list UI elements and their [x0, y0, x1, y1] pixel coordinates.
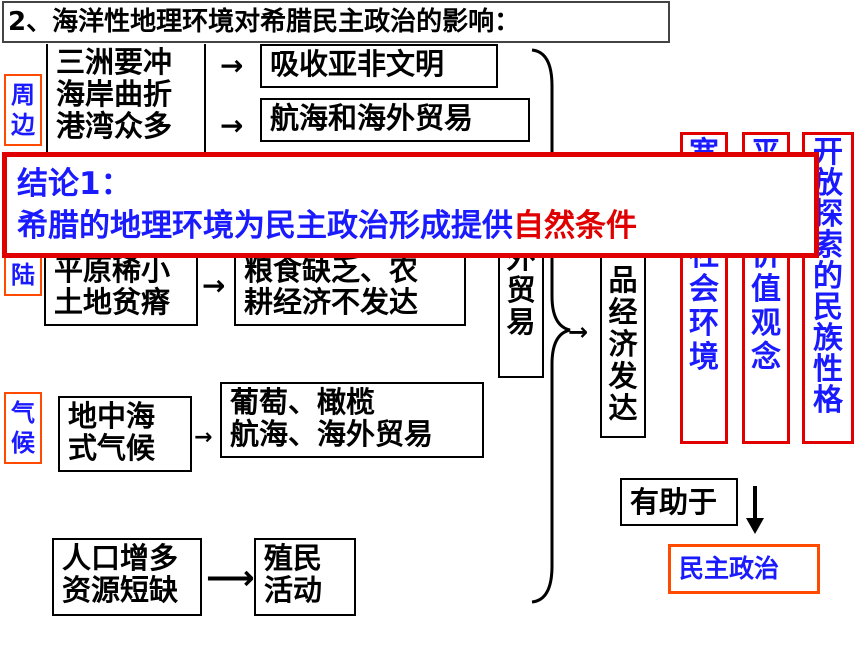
- colony-line-1: 殖民: [264, 541, 323, 575]
- tag-land: 陆: [4, 254, 42, 296]
- arrow-right-2: →: [220, 109, 244, 142]
- conclusion-box: 结论1： 希腊的地理环境为民主政治形成提供自然条件: [2, 152, 819, 258]
- grape-box: 葡萄、橄榄 航海、海外贸易: [220, 382, 484, 458]
- pop-line-2: 资源短缺: [62, 573, 179, 607]
- pop-line-1: 人口增多: [62, 541, 179, 575]
- arrow-to-commodity: →: [568, 318, 589, 346]
- land-features-box: 平原稀小 土地贫瘠: [44, 250, 198, 326]
- sea-features-box: 三洲要冲 海岸曲折 港湾众多: [46, 44, 206, 156]
- grain-line-1: 粮食缺乏、农: [244, 253, 419, 287]
- sea-line-1: 三洲要冲: [56, 45, 173, 79]
- big-brace: [531, 48, 571, 604]
- grain-line-2: 耕经济不发达: [244, 285, 419, 319]
- democracy-box: 民主政治: [668, 544, 820, 594]
- navigation-box: 航海和海外贸易: [260, 98, 530, 142]
- sea-box-right-border: [204, 44, 206, 156]
- conclusion-text: 希腊的地理环境为民主政治形成提供自然条件: [17, 205, 804, 247]
- population-box: 人口增多 资源短缺: [52, 538, 202, 616]
- climate-line-1: 地中海: [68, 399, 156, 433]
- arrow-right-3: →: [202, 269, 226, 302]
- conclusion-text-prefix: 希腊的地理环境为民主政治形成提供: [17, 208, 513, 244]
- slide-title: 2、海洋性地理环境对希腊民主政治的影响：: [2, 1, 670, 43]
- tag-surround: 周边: [4, 74, 42, 146]
- tag-climate: 气候: [4, 392, 42, 464]
- conclusion-label: 结论1：: [17, 166, 132, 202]
- climate-line-2: 式气候: [68, 431, 156, 465]
- grape-line-1: 葡萄、橄榄: [230, 385, 376, 419]
- arrow-down-icon: [746, 486, 764, 534]
- arrow-right-4: →: [194, 425, 213, 450]
- land-line-2: 土地贫瘠: [54, 285, 171, 319]
- climate-box: 地中海 式气候: [58, 396, 192, 472]
- arrow-right-1: →: [220, 49, 244, 82]
- colony-box: 殖民 活动: [254, 538, 356, 616]
- sea-line-3: 港湾众多: [56, 109, 173, 143]
- tag-surround-text: 周边: [11, 81, 35, 139]
- absorb-box: 吸收亚非文明: [260, 44, 498, 88]
- sea-line-2: 海岸曲折: [56, 77, 173, 111]
- arrow-right-5: ⟶: [206, 558, 255, 598]
- democracy-text: 民主政治: [679, 554, 780, 583]
- grain-box: 粮食缺乏、农 耕经济不发达: [234, 250, 466, 326]
- commodity-text: 品经济发达: [608, 263, 638, 425]
- land-line-1: 平原稀小: [54, 253, 171, 287]
- tag-climate-text: 气候: [11, 399, 35, 457]
- conclusion-highlight: 自然条件: [513, 208, 637, 244]
- helps-box: 有助于: [620, 478, 738, 526]
- colony-line-2: 活动: [264, 573, 323, 607]
- grape-line-2: 航海、海外贸易: [230, 417, 434, 451]
- tag-land-text: 陆: [11, 261, 35, 289]
